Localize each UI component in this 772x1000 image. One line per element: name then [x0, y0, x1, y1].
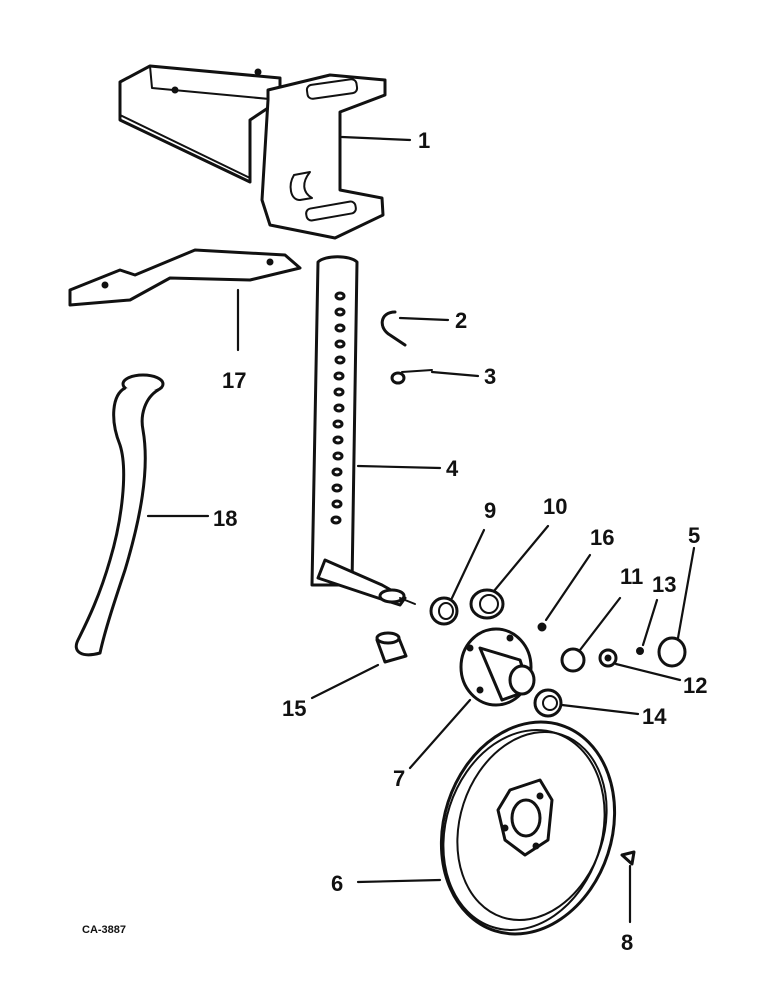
callout-5: 5 [688, 523, 700, 548]
callout-2: 2 [455, 308, 467, 333]
part-7-hub [459, 627, 536, 707]
part-10-bushing [469, 588, 505, 620]
callout-13: 13 [652, 572, 676, 597]
callout-6: 6 [331, 871, 343, 896]
callout-11: 11 [620, 564, 643, 589]
part-2-pin [380, 310, 407, 347]
part-9-bushing [429, 596, 459, 626]
part-11-bearing [560, 647, 586, 673]
callout-9: 9 [484, 498, 496, 523]
callout-8: 8 [621, 930, 633, 955]
callout-14: 14 [642, 704, 667, 729]
part-13-cotter-pin [636, 647, 644, 655]
callout-16: 16 [590, 525, 614, 550]
callout-17: 17 [222, 368, 246, 393]
leader-13 [641, 598, 659, 647]
bar-holes [330, 291, 346, 525]
part-4-adjustment-bar [310, 255, 416, 607]
leader-2 [398, 316, 450, 322]
leader-6 [356, 878, 442, 884]
leader-7 [408, 698, 472, 770]
callout-1: 1 [418, 128, 430, 153]
callout-18: 18 [213, 506, 237, 531]
callout-4: 4 [446, 456, 459, 481]
callout-12: 12 [683, 673, 707, 698]
part-18-lever [74, 373, 165, 657]
part-3-spring-clip [390, 369, 433, 385]
part-8-valve-stem [620, 850, 636, 866]
callout-15: 15 [282, 696, 306, 721]
part-15-bushing [375, 631, 408, 664]
drawing-code: CA-3887 [82, 924, 126, 936]
part-1-mounting-bracket [118, 64, 387, 240]
callout-10: 10 [543, 494, 567, 519]
part-14-bearing [533, 688, 563, 718]
part-16-fitting [537, 622, 547, 632]
part-12-washer [598, 648, 618, 668]
leader-4 [356, 464, 442, 470]
leader-3 [430, 370, 480, 378]
part-17-strap [68, 248, 302, 307]
leader-5 [676, 546, 696, 640]
leader-10 [492, 524, 550, 593]
leader-15 [310, 663, 380, 700]
leader-9 [450, 528, 486, 600]
leader-11 [578, 596, 622, 652]
leader-12 [614, 662, 682, 682]
part-6-wheel [439, 720, 617, 936]
leader-1 [340, 135, 412, 142]
part-5-hub-cap [657, 636, 687, 668]
leader-14 [560, 703, 640, 716]
leader-16 [544, 553, 592, 622]
callout-7: 7 [393, 766, 405, 791]
callout-3: 3 [484, 364, 496, 389]
